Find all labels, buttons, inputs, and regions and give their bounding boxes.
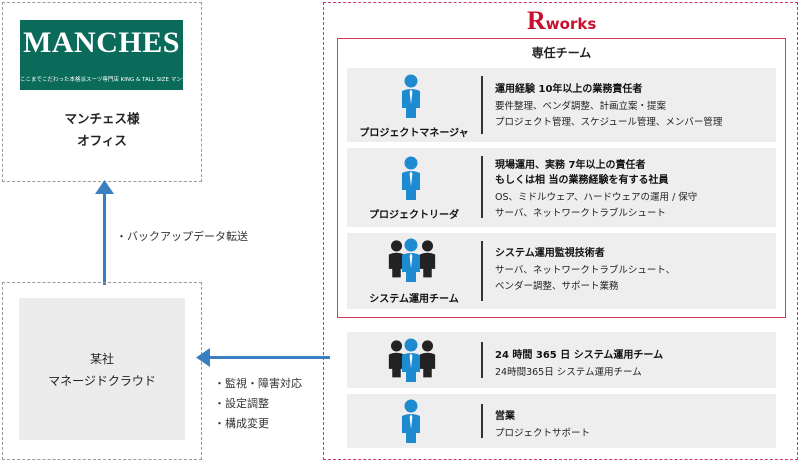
office-name: マンチェス様 [64, 111, 140, 126]
role-label-pm: プロジェクトマネージャ [359, 128, 469, 139]
role-label-ops: システム運用チーム [369, 294, 459, 305]
up-arrow-head-icon [95, 180, 114, 194]
row-divider [481, 241, 483, 301]
operation-item: ・設定調整 [214, 397, 269, 410]
support24-line: 24時間365日 システム運用チーム [495, 367, 642, 378]
cloud-name: マネージドクラウド [48, 374, 156, 388]
office-label: オフィス [77, 133, 127, 148]
operation-item: ・監視・障害対応 [214, 377, 302, 390]
sales-heading: 営業 [495, 411, 515, 422]
dedicated-team-title: 専任チーム [531, 46, 592, 60]
row-divider [481, 342, 483, 378]
role-line: サーバ、ネットワークトラブルシュート、 [495, 265, 676, 276]
role-line: プロジェクト管理、スケジュール管理、メンバー管理 [495, 117, 723, 128]
support24-heading: 24 時間 365 日 システム運用チーム [495, 350, 664, 361]
backup-arrow-line [103, 192, 106, 285]
manches-logo: MANCHES ここまでこだわった本格派スーツ専門店 KING & TALL S… [20, 20, 183, 90]
cloud-box [2, 282, 202, 460]
sales-line: プロジェクトサポート [495, 428, 591, 439]
cloud-company: 某社 [89, 352, 114, 366]
row-divider [481, 404, 483, 438]
role-heading-ops: システム運用監視技術者 [495, 248, 605, 259]
operations-arrow-line [208, 356, 330, 359]
left-arrow-head-icon [196, 348, 210, 367]
rworks-box [323, 2, 798, 460]
role-line: OS、ミドルウェア、ハードウェアの運用 / 保守 [495, 192, 698, 203]
operation-item: ・構成変更 [214, 417, 269, 430]
logo-main-text: MANCHES [23, 26, 180, 59]
single-person-icon [402, 156, 420, 200]
role-label-pl: プロジェクトリーダ [369, 210, 459, 221]
role-heading-pl: 現場運用、実務 7年以上の責任者 [495, 160, 646, 171]
single-person-icon [402, 399, 420, 443]
role-line: サーバ、ネットワークトラブルシュート [495, 208, 666, 219]
role-heading-pm: 運用経験 10年以上の業務責任者 [495, 84, 643, 95]
group-people-icon [388, 338, 436, 382]
single-person-icon [402, 74, 420, 118]
dedicated-team-box [337, 38, 786, 318]
role-heading-pl-2: もしくは相 当の業務経験を有する社員 [495, 175, 669, 186]
office-box [2, 2, 202, 182]
group-people-icon [388, 238, 436, 282]
cloud-panel [19, 298, 185, 440]
logo-sub-text: ここまでこだわった本格派スーツ専門店 KING & TALL SIZE マンチェ… [20, 77, 183, 83]
role-line: 要件整理、ベンダ調整、計画立案・提案 [495, 101, 667, 112]
rworks-logo: Rworks [527, 6, 597, 35]
row-divider [481, 76, 483, 134]
row-divider [481, 156, 483, 218]
role-line: ベンダー調整、サポート業務 [495, 281, 619, 292]
backup-label: ・バックアップデータ転送 [116, 230, 248, 243]
